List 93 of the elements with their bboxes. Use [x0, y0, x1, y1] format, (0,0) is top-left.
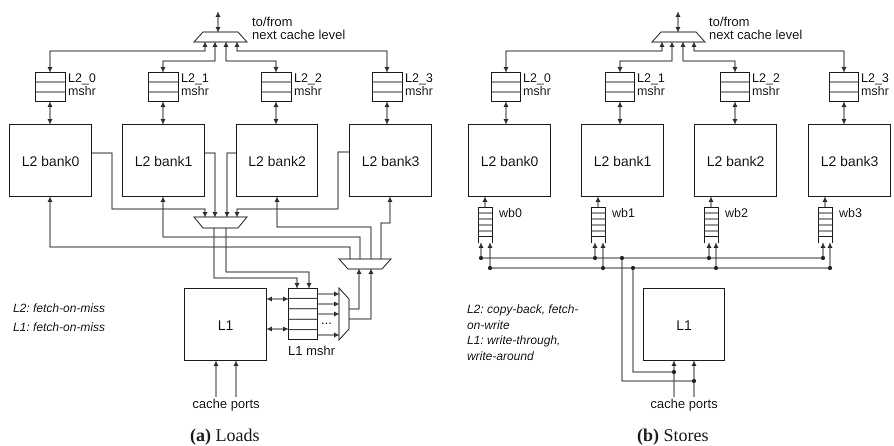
arrow: [504, 102, 508, 124]
buffer-label: L2_3 mshr: [861, 72, 889, 98]
policy-note: L1: fetch-on-miss: [13, 320, 106, 336]
arrow: [160, 102, 166, 124]
figure-caption: (b) Stores: [637, 425, 708, 445]
buffer-label: wb3: [839, 207, 862, 220]
arrow: [234, 360, 238, 398]
policy-note: L1: write-through, write-around: [467, 333, 562, 364]
cache-block-box: [581, 124, 664, 197]
cache-block-box: [643, 288, 725, 361]
block-label: L2 bank3: [820, 152, 878, 168]
arrow: [842, 102, 846, 124]
text-label: to/from: [709, 15, 750, 28]
arrow: [234, 42, 390, 72]
buffer-label: wb2: [725, 207, 748, 220]
arrow: [266, 296, 288, 302]
policy-note: L2: fetch-on-miss: [13, 301, 106, 316]
arrow: [348, 268, 374, 320]
block-label: L2 bank3: [362, 152, 420, 168]
port-label: cache ports: [650, 397, 718, 411]
arrow: [692, 42, 846, 72]
arrow: [504, 42, 664, 72]
arrow: [482, 196, 488, 208]
buffer-label: L2_3 mshr: [405, 72, 433, 98]
policy-note: L2: copy-back, fetch-on-write: [467, 302, 580, 333]
arrow: [226, 228, 312, 288]
arrow: [92, 152, 208, 218]
text-label: ...: [321, 313, 332, 326]
arrow: [216, 12, 220, 32]
arrow: [618, 42, 674, 72]
buffer-label: L2_1 mshr: [637, 72, 665, 98]
arrow: [204, 152, 218, 218]
multiplexer-trapezoid: [652, 32, 705, 42]
arrow: [348, 268, 362, 310]
arrow: [708, 196, 714, 208]
arrow: [618, 102, 622, 124]
arrow: [48, 102, 52, 124]
arrow: [48, 196, 350, 260]
buffer-label: L2_2 mshr: [294, 72, 322, 98]
arrow: [384, 102, 390, 124]
arrow: [596, 196, 600, 208]
arrow: [266, 326, 288, 332]
arrow: [822, 196, 828, 208]
text-label: next cache level: [252, 28, 346, 41]
arrow: [274, 196, 372, 260]
cache-block-box: [808, 124, 891, 197]
arrow: [214, 360, 218, 398]
arrow: [214, 228, 300, 288]
cache-block-box: [236, 124, 318, 197]
text-label: to/from: [252, 15, 292, 28]
buffer-label: L2_2 mshr: [752, 72, 780, 98]
arrow: [680, 42, 738, 72]
arrow: [48, 42, 208, 72]
arrow: [318, 302, 340, 306]
text-label: next cache level: [709, 28, 802, 41]
block-label: L1: [218, 316, 234, 332]
buffer-label: L2_0 mshr: [68, 72, 96, 98]
buffer-label: L1 mshr: [288, 344, 335, 357]
buffer-label: wb0: [499, 207, 522, 220]
arrow: [160, 196, 360, 260]
buffer-label: L2_0 mshr: [523, 72, 551, 98]
port-label: cache ports: [192, 397, 260, 411]
block-label: L2 bank2: [706, 152, 764, 168]
cache-block-box: [468, 124, 551, 197]
cache-block-box: [694, 124, 777, 197]
arrow: [318, 312, 340, 316]
multiplexer-trapezoid: [194, 217, 247, 228]
arrow: [380, 196, 392, 260]
multiplexer-trapezoid: [339, 288, 349, 340]
arrow: [732, 102, 738, 124]
block-label: L2 bank1: [594, 152, 652, 168]
arrow: [224, 42, 278, 72]
arrow: [274, 102, 278, 124]
block-label: L2 bank0: [480, 152, 538, 168]
block-label: L2 bank2: [248, 152, 306, 168]
buffer-label: L2_1 mshr: [181, 72, 209, 98]
cache-block-box: [122, 124, 205, 197]
arrow: [318, 292, 340, 296]
multiplexer-trapezoid: [339, 259, 391, 269]
arrow: [234, 152, 350, 218]
block-label: L2 bank0: [22, 152, 80, 168]
cache-block-box: [349, 124, 432, 197]
multiplexer-trapezoid: [194, 32, 247, 42]
arrow: [318, 332, 340, 338]
arrow: [224, 152, 236, 218]
arrow: [160, 42, 218, 72]
cache-block-box: [9, 124, 92, 197]
block-label: L1: [676, 316, 692, 332]
figure-caption: (a) Loads: [190, 425, 260, 445]
arrow: [676, 12, 680, 32]
buffer-label: wb1: [612, 207, 635, 220]
cache-block-box: [184, 288, 267, 361]
block-label: L2 bank1: [134, 152, 192, 168]
